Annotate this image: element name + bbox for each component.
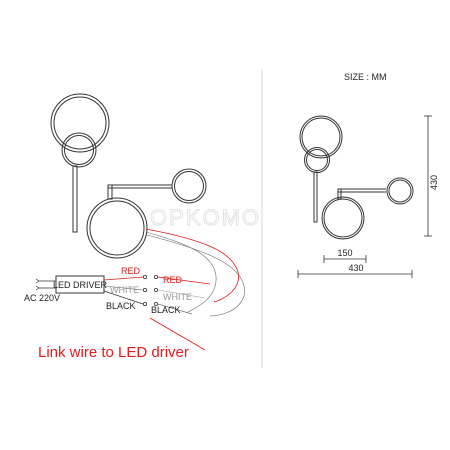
wire-label-black-lamp: BLACK [151, 305, 181, 315]
wire-grey-curve [145, 231, 217, 313]
arm-dim-label: 150 [337, 248, 352, 258]
wire-label-white-driver: WHITE [110, 285, 139, 295]
connector-black-lamp [153, 301, 158, 306]
wire-label-white-lamp: WHITE [163, 292, 192, 302]
dim-ring-large [299, 115, 343, 159]
led-driver-box [55, 275, 105, 294]
lamp-ring-large-inner [53, 96, 107, 150]
lamp-ring-medium [61, 132, 97, 168]
ac-input-label: AC 220V [24, 293, 60, 303]
lamp-ring-small-inner [174, 171, 204, 201]
lamp-stem [72, 165, 78, 233]
caption: Link wire to LED driver [38, 344, 189, 361]
ac-lead-end-top [35, 278, 40, 284]
height-dim-label: 430 [429, 175, 439, 190]
lamp-arm-post [107, 184, 113, 200]
lamp-drawing-left [50, 93, 207, 259]
led-driver-label: LED DRIVER [53, 280, 108, 290]
wire-label-red-lamp: RED [163, 275, 183, 285]
dim-arm-post [337, 188, 342, 200]
dim-ring-small-inner [388, 179, 412, 203]
connector-white-lamp [153, 287, 158, 292]
lamp-wire-red-stub [157, 276, 211, 285]
wire-red-curve [145, 228, 239, 303]
dim-stem [313, 171, 318, 223]
lamp-wire-white-stub [157, 289, 206, 299]
dim-ring-medium-inner [306, 149, 328, 171]
width-dim-label: 430 [348, 263, 363, 273]
dim-ring-lower-inner [323, 198, 363, 238]
driver-wire-white [103, 285, 144, 291]
driver-wire-black [103, 290, 144, 305]
lamp-ring-medium-inner [64, 135, 94, 165]
dim-ring-lower [321, 196, 365, 240]
pointer-line [149, 317, 206, 351]
lamp-ring-large [50, 93, 110, 153]
lamp-ring-lower-inner [89, 200, 145, 256]
wire-grey-curve-2 [146, 234, 245, 317]
wire-label-red-driver: RED [121, 266, 141, 276]
dim-ring-small [386, 177, 414, 205]
watermark: OPKOMO [150, 205, 261, 230]
connector-white-driver [142, 287, 147, 292]
ac-lead-end-bottom [35, 285, 40, 291]
dim-ring-large-inner [301, 117, 341, 157]
size-note: SIZE : MM [344, 72, 387, 82]
connector-black-driver [142, 301, 147, 306]
lamp-ring-small [171, 168, 207, 204]
lamp-drawing-right [299, 115, 414, 240]
lamp-ring-lower [86, 197, 148, 259]
wire-label-black-driver: BLACK [106, 301, 136, 311]
connector-red-driver [142, 274, 147, 279]
dim-ring-medium [304, 147, 330, 173]
lamp-wire-black-stub [157, 303, 193, 315]
connector-red-lamp [153, 274, 158, 279]
driver-wire-red [103, 276, 144, 281]
